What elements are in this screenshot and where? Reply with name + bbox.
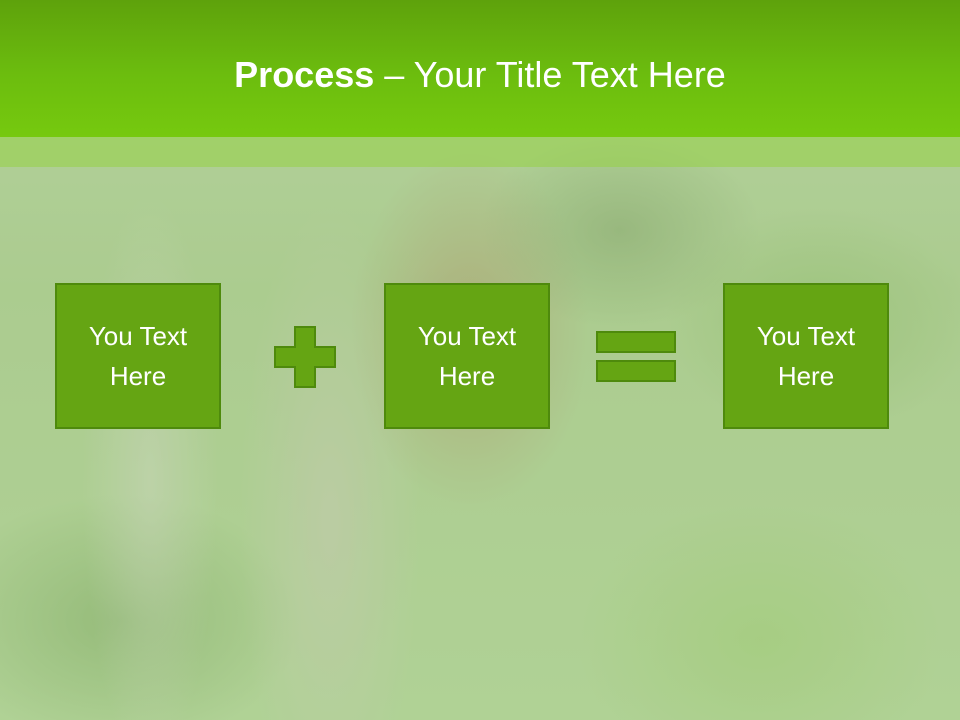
process-box-1[interactable]: You Text Here [55,283,221,429]
title-bar [0,0,960,137]
title-bar-band [0,137,960,167]
plus-icon [274,326,336,388]
slide-title-bold: Process [234,54,375,95]
equals-icon [596,331,676,382]
process-box-1-text: You Text Here [88,321,188,391]
slide-title: Process – Your Title Text Here [0,50,960,100]
process-box-2[interactable]: You Text Here [384,283,550,429]
process-box-3-text: You Text Here [756,321,856,391]
process-box-3[interactable]: You Text Here [723,283,889,429]
slide-title-rest: – Your Title Text Here [374,54,726,95]
process-box-2-text: You Text Here [417,321,517,391]
